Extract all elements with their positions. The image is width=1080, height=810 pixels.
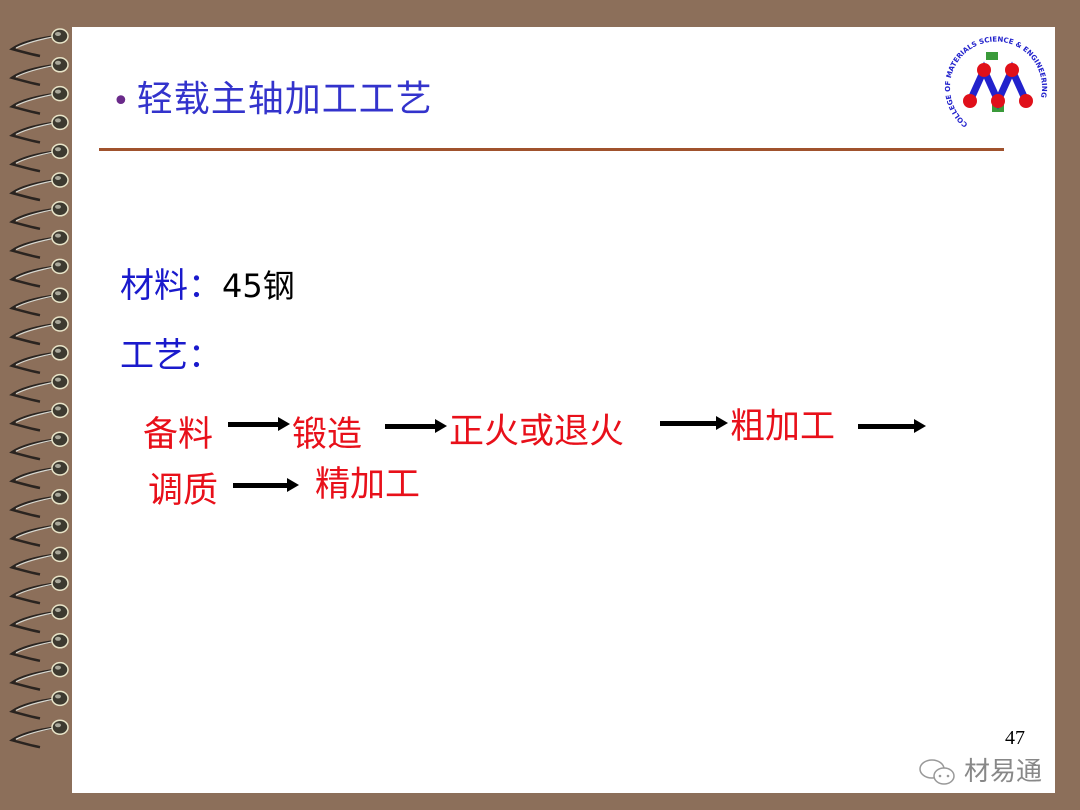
spiral-ring (9, 143, 69, 173)
step-finish: 精加工 (315, 465, 421, 505)
slide-page (72, 27, 1055, 793)
watermark-text: 材易通 (964, 757, 1043, 787)
material-value: 45钢 (222, 267, 295, 305)
arrow-icon (858, 419, 926, 433)
spiral-ring (9, 373, 69, 403)
spiral-ring (9, 172, 69, 202)
spiral-ring (9, 85, 69, 115)
title-divider (99, 148, 1004, 151)
spiral-ring (9, 345, 69, 375)
step-temper: 调质 (148, 471, 219, 511)
title-text: 轻载主轴加工工艺 (136, 79, 433, 120)
spiral-binding (9, 28, 69, 749)
watermark: 材易通 (918, 756, 1042, 788)
arrow-icon (233, 478, 299, 492)
material-row: 材料：45钢 (120, 258, 295, 307)
spiral-ring (9, 690, 69, 720)
spiral-ring (9, 517, 69, 547)
college-logo: COLLEGE OF MATERIALS SCIENCE & ENGINEERI… (942, 32, 1050, 140)
spiral-ring (9, 604, 69, 634)
step-rough: 粗加工 (730, 407, 836, 447)
bullet-icon: • (112, 84, 131, 119)
spiral-ring (9, 546, 69, 576)
step-prepare: 备料 (143, 415, 214, 455)
spiral-ring (9, 633, 69, 663)
spiral-ring (9, 258, 69, 288)
arrow-icon (660, 416, 728, 430)
arrow-icon (385, 419, 447, 433)
spiral-ring (9, 201, 69, 231)
slide-title: •轻载主轴加工工艺 (112, 70, 433, 122)
spiral-ring (9, 114, 69, 144)
arrow-icon (228, 417, 290, 431)
step-normalize: 正火或退火 (449, 412, 625, 452)
spiral-ring (9, 719, 69, 749)
spiral-ring (9, 287, 69, 317)
spiral-ring (9, 489, 69, 519)
spiral-ring (9, 402, 69, 432)
process-label: 工艺： (120, 336, 222, 376)
spiral-ring (9, 661, 69, 691)
step-forging: 锻造 (292, 415, 363, 455)
spiral-ring (9, 316, 69, 346)
wechat-icon (919, 759, 955, 785)
page-number: 47 (1005, 727, 1025, 749)
material-label: 材料： (120, 266, 222, 306)
spiral-ring (9, 431, 69, 461)
spiral-ring (9, 229, 69, 259)
spiral-ring (9, 575, 69, 605)
spiral-ring (9, 460, 69, 490)
spiral-ring (9, 57, 69, 87)
spiral-ring (9, 28, 69, 58)
